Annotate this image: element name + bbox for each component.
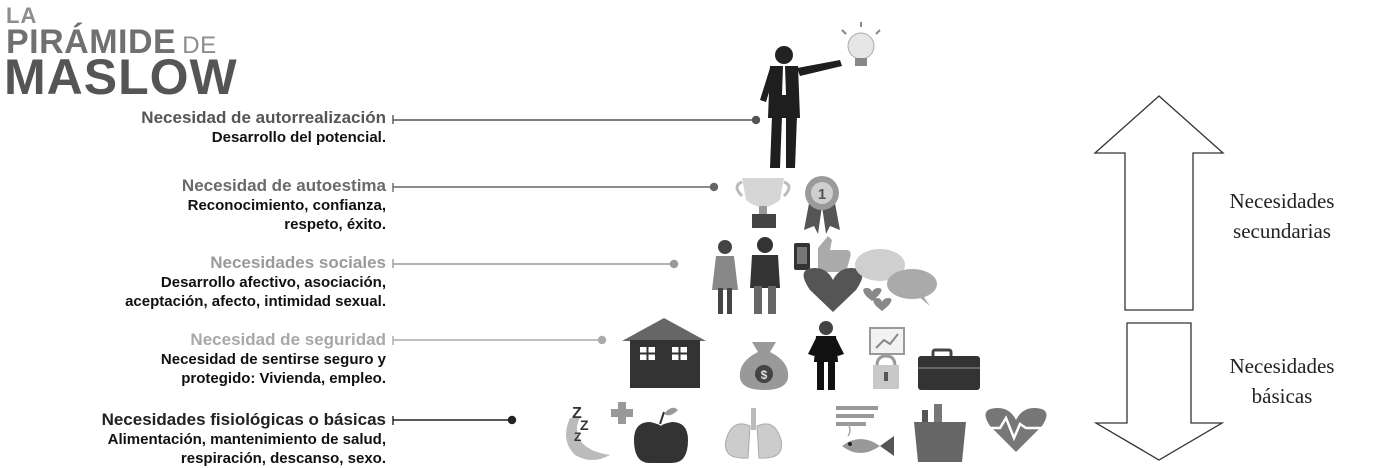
level-esteem: Necesidad de autoestima Reconocimiento, … (6, 176, 386, 234)
briefcase-icon (918, 348, 980, 390)
chart-board-icon (869, 327, 905, 355)
level-description: protegido: Vivienda, empleo. (181, 370, 386, 387)
man-icon (750, 237, 780, 314)
connector-2 (392, 182, 719, 192)
small-hearts-icon (863, 288, 892, 311)
level-heading: Necesidad de seguridad (190, 330, 386, 349)
businessman-icon (760, 46, 842, 168)
level-heading: Necesidad de autoestima (181, 176, 386, 195)
level-description: Reconocimiento, confianza, (187, 197, 386, 214)
title-line-la: LA (6, 3, 38, 28)
apple-icon (634, 407, 688, 463)
level-description: aceptación, afecto, intimidad sexual. (125, 293, 386, 310)
lightbulb-icon (841, 22, 881, 66)
level-self-actualization: Necesidad de autorrealización Desarrollo… (6, 108, 386, 147)
thumbs-up-icon (818, 236, 851, 272)
heartbeat-icon (984, 408, 1048, 452)
level-social: Necesidades sociales Desarrollo afectivo… (6, 253, 386, 311)
house-icon (622, 318, 706, 388)
money-bag-icon: $ (739, 342, 789, 390)
level-description: Desarrollo afectivo, asociación, (160, 274, 386, 291)
label-line: básicas (1251, 384, 1313, 408)
svg-text:$: $ (761, 368, 768, 382)
svg-text:Z: Z (574, 430, 581, 444)
svg-text:Z: Z (580, 417, 589, 433)
grocery-bag-icon (914, 404, 966, 462)
level-heading: Necesidades sociales (210, 253, 386, 272)
arrow-up-icon (1093, 95, 1225, 311)
label-line: Necesidades (1229, 354, 1335, 378)
arrow-down-icon (1093, 322, 1225, 461)
level-description: Necesidad de sentirse seguro y (160, 351, 386, 368)
level-heading: Necesidades fisiológicas o básicas (101, 410, 386, 429)
title-word-piramide: PIRÁMIDE (6, 23, 177, 61)
label-basic-needs: Necesidades básicas (1192, 351, 1372, 411)
medal-icon: 1 (804, 176, 840, 234)
connector-5 (392, 415, 517, 425)
medical-cross-icon (611, 402, 633, 424)
lungs-icon (724, 408, 783, 459)
trophy-icon (735, 178, 791, 228)
phone-icon (794, 243, 810, 270)
worker-icon (808, 321, 844, 390)
level-description: Desarrollo del potencial. (211, 129, 386, 146)
connector-lines (392, 115, 761, 425)
moon-sleep-icon: Z Z Z (566, 405, 610, 460)
fish-icon (842, 423, 894, 456)
speech-bubbles-icon (855, 249, 937, 306)
svg-text:Z: Z (572, 405, 582, 422)
connector-1 (392, 115, 761, 125)
level-safety: Necesidad de seguridad Necesidad de sent… (6, 330, 386, 388)
padlock-icon (873, 354, 899, 389)
connector-3 (392, 259, 679, 269)
woman-icon (712, 240, 738, 314)
connector-4 (392, 335, 607, 345)
label-secondary-needs: Necesidades secundarias (1192, 186, 1372, 246)
heart-icon (803, 268, 863, 312)
label-line: Necesidades (1229, 189, 1335, 213)
level-description: Alimentación, mantenimiento de salud, (107, 431, 386, 448)
title-line-maslow: MASLOW (4, 49, 238, 105)
svg-text:1: 1 (818, 186, 826, 203)
utensils-icon (836, 406, 878, 426)
title-word-de: DE (182, 32, 217, 59)
level-heading: Necesidad de autorrealización (141, 108, 386, 127)
label-line: secundarias (1233, 219, 1331, 243)
level-description: respeto, éxito. (284, 216, 386, 233)
